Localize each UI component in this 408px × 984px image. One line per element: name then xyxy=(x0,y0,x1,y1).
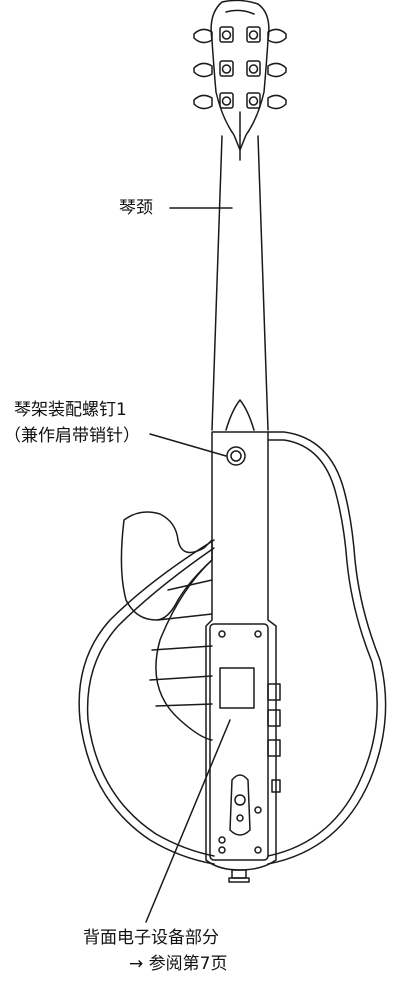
neck-label: 琴颈 xyxy=(119,198,153,218)
wing-section xyxy=(120,511,213,741)
leader-lines xyxy=(145,207,233,923)
tuner-right-1 xyxy=(246,26,287,44)
end-pin xyxy=(228,869,250,883)
back-electronics-label-line2: → 参阅第7页 xyxy=(129,954,228,974)
neck xyxy=(211,135,269,431)
leader-line-back xyxy=(145,719,231,923)
back-electronics-label-line1: 背面电子设备部分 xyxy=(83,928,219,948)
tuner-left-1 xyxy=(193,26,234,44)
electronics-panel xyxy=(209,623,281,861)
tuner-left-2 xyxy=(193,60,234,78)
stand-mount-label-line1: 琴架装配螺钉1 xyxy=(14,400,127,420)
body-frame xyxy=(78,431,387,865)
stand-mount-label-line2: （兼作肩带销针） xyxy=(4,426,140,446)
tuner-right-2 xyxy=(246,60,287,78)
headstock xyxy=(210,0,270,161)
tuner-right-3 xyxy=(246,92,287,110)
tuner-left-3 xyxy=(193,92,234,110)
tuning-pegs xyxy=(193,26,287,110)
leader-line-mount xyxy=(149,433,227,457)
